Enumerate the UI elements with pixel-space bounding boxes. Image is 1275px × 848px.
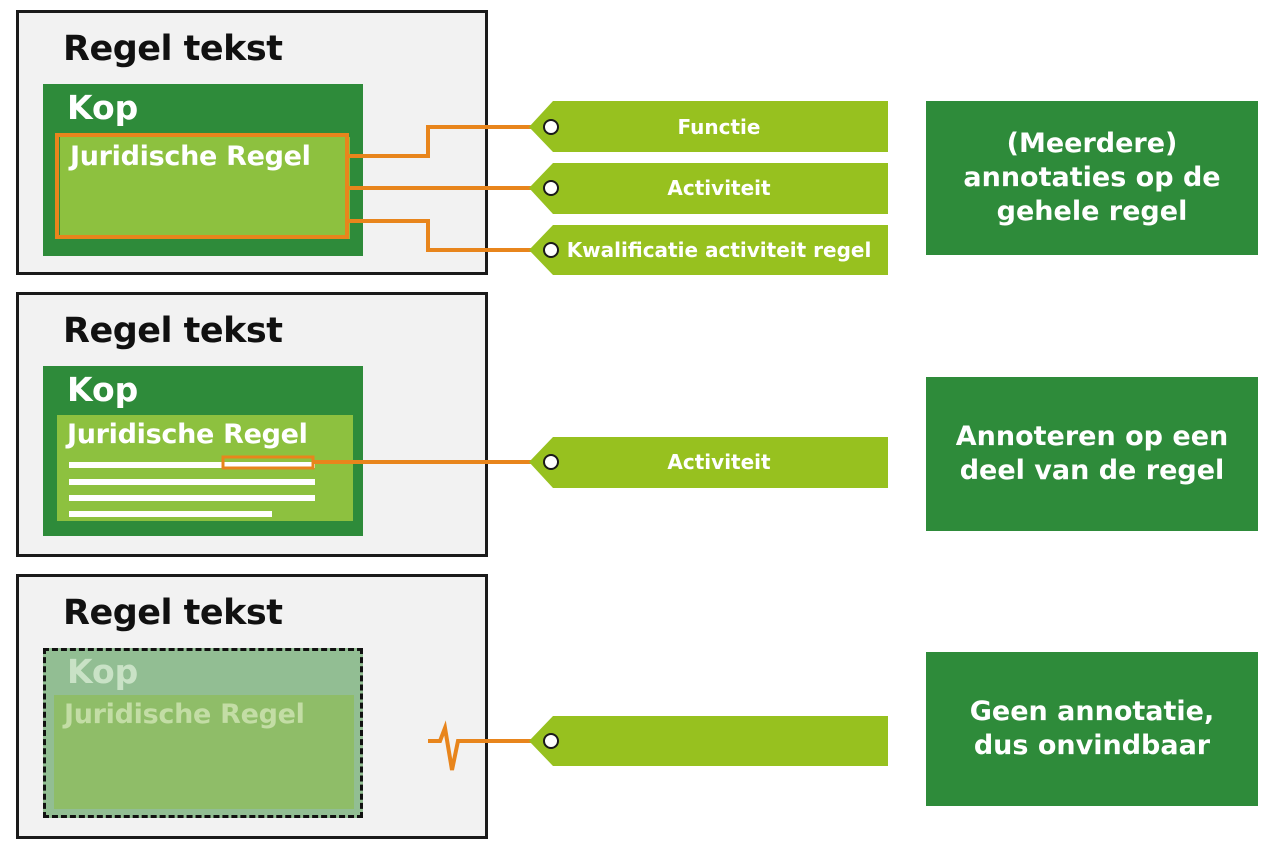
rule-panel-unannotated: Regel tekst Kop Juridische Regel <box>16 574 488 839</box>
panel-title: Regel tekst <box>63 311 283 351</box>
juridische-regel-label: Juridische Regel <box>64 699 305 730</box>
tag-hole <box>543 119 559 135</box>
callout-partial-rule: Annoteren op een deel van de regel <box>926 377 1258 531</box>
text-line <box>69 495 315 501</box>
kop-label: Kop <box>67 652 139 691</box>
panel-title: Regel tekst <box>63 29 283 69</box>
tag-label-functie: Functie <box>677 115 761 139</box>
callout-no-annotation: Geen annotatie, dus onvindbaar <box>926 652 1258 806</box>
callout-whole-rule: (Meerdere) annotaties op de gehele regel <box>926 101 1258 255</box>
kop-label: Kop <box>67 370 139 409</box>
dashed-outline <box>43 648 363 818</box>
juridische-regel-block: Juridische Regel <box>54 695 354 809</box>
tag-label-activiteit-deel: Activiteit <box>667 450 771 474</box>
tag-hole <box>543 733 559 749</box>
text-line <box>69 511 272 517</box>
tag-empty <box>529 716 888 766</box>
text-line <box>69 462 315 468</box>
juridische-regel-label: Juridische Regel <box>70 141 311 172</box>
juridische-regel-label: Juridische Regel <box>67 419 308 450</box>
tag-hole <box>543 180 559 196</box>
tag-hole <box>543 242 559 258</box>
text-line <box>69 479 315 485</box>
tag-label-kwalificatie: Kwalificatie activiteit regel <box>566 238 872 262</box>
kop-label: Kop <box>67 88 139 127</box>
rule-panel-partial: Regel tekst Kop Juridische Regel <box>16 292 488 557</box>
juridische-regel-block: Juridische Regel <box>60 137 350 239</box>
tag-hole <box>543 454 559 470</box>
juridische-regel-block: Juridische Regel <box>57 415 353 521</box>
panel-title: Regel tekst <box>63 593 283 633</box>
rule-panel-whole: Regel tekst Kop Juridische Regel <box>16 10 488 275</box>
tag-label-activiteit: Activiteit <box>667 176 771 200</box>
